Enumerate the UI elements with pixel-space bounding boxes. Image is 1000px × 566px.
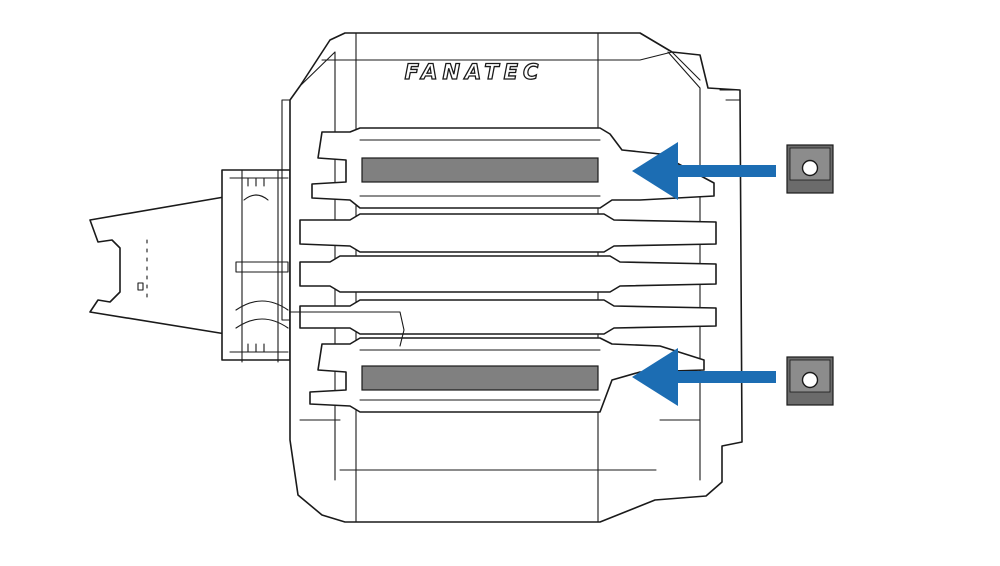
lower-mounting-slot <box>361 365 599 391</box>
upper-mounting-slot <box>361 157 599 183</box>
wheelbase-body: FANATEC <box>281 32 743 523</box>
quick-release-adapter <box>89 169 291 363</box>
upper-t-nut <box>786 144 834 194</box>
brand-label: FANATEC <box>405 60 544 84</box>
lower-t-nut <box>786 356 834 406</box>
upper-insert-arrow <box>632 142 776 200</box>
lower-insert-arrow <box>632 348 776 406</box>
